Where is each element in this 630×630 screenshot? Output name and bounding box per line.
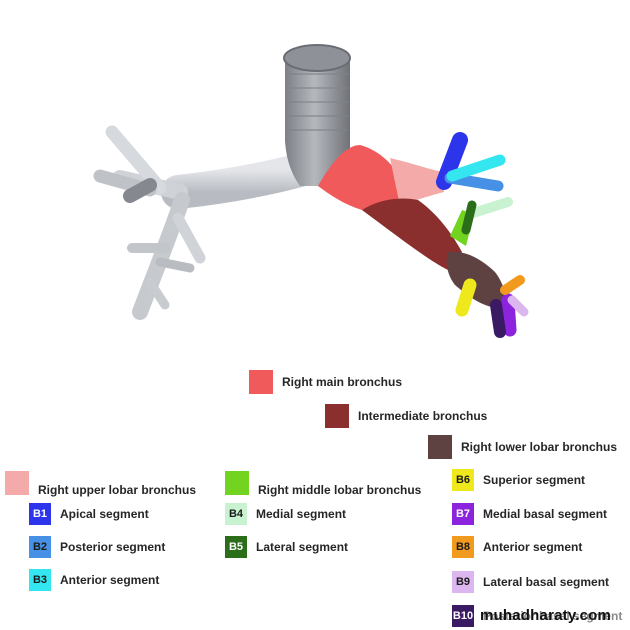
segment-label: Lateral basal segment bbox=[483, 575, 610, 589]
segment-code: B1 bbox=[29, 503, 51, 525]
legend-segment-b9: B9 Lateral basal segment bbox=[452, 571, 609, 593]
segment-label: Lateral segment bbox=[256, 540, 349, 554]
segment-label: Apical segment bbox=[60, 507, 149, 521]
segment-code: B9 bbox=[452, 571, 474, 593]
segment-label: Posterior segment bbox=[60, 540, 166, 554]
legend-right-main-bronchus: Right main bronchus bbox=[249, 370, 402, 394]
left-bronchi bbox=[93, 125, 317, 320]
segment-code: B10 bbox=[452, 605, 474, 627]
right-lower-lobar-bronchus bbox=[446, 251, 505, 308]
legend-swatch bbox=[249, 370, 273, 394]
legend-segment-b1: B1 Apical segment bbox=[29, 503, 149, 525]
legend-label: Right lower lobar bronchus bbox=[461, 440, 618, 454]
b4-medial-branch bbox=[465, 197, 513, 219]
legend-intermediate-bronchus: Intermediate bronchus bbox=[325, 404, 487, 428]
legend-right-middle-lobar-bronchus: Right middle lobar bronchus bbox=[225, 469, 421, 497]
intermediate-bronchus bbox=[362, 198, 462, 270]
legend-segment-b4: B4 Medial segment bbox=[225, 503, 346, 525]
legend-segment-b2: B2 Posterior segment bbox=[29, 536, 165, 558]
b8-anterior-basal-branch bbox=[500, 275, 525, 295]
segment-label: Anterior segment bbox=[60, 573, 160, 587]
segment-code: B7 bbox=[452, 503, 474, 525]
legend-swatch bbox=[325, 404, 349, 428]
legend-swatch bbox=[5, 471, 29, 495]
segment-label: Superior segment bbox=[483, 473, 586, 487]
segment-label: Anterior segment bbox=[483, 540, 583, 554]
legend-right-upper-lobar-bronchus: Right upper lobar bronchus bbox=[5, 469, 196, 497]
segment-code: B5 bbox=[225, 536, 247, 558]
legend-segment-b10: B10 Posterior basal segment bbox=[452, 605, 622, 627]
segment-code: B6 bbox=[452, 469, 474, 491]
right-main-bronchus bbox=[318, 145, 405, 212]
segment-code: B2 bbox=[29, 536, 51, 558]
legend-segment-b6: B6 Superior segment bbox=[452, 469, 585, 491]
segment-code: B8 bbox=[452, 536, 474, 558]
b7-medial-basal-branch bbox=[501, 293, 517, 337]
segment-code: B3 bbox=[29, 569, 51, 591]
legend-label: Right main bronchus bbox=[282, 375, 402, 389]
b3-anterior-branch bbox=[446, 154, 506, 182]
legend-segment-b3: B3 Anterior segment bbox=[29, 569, 159, 591]
trachea bbox=[283, 44, 351, 186]
legend-swatch bbox=[428, 435, 452, 459]
segment-code: B4 bbox=[225, 503, 247, 525]
segment-label: Medial segment bbox=[256, 507, 347, 521]
legend-label: Intermediate bronchus bbox=[358, 409, 488, 423]
legend-swatch bbox=[225, 471, 249, 495]
legend-label: Right middle lobar bronchus bbox=[258, 483, 422, 497]
legend-label: Right upper lobar bronchus bbox=[38, 483, 196, 497]
segment-label: Posterior basal segment bbox=[483, 609, 623, 623]
watermark: muhadharaty.com bbox=[480, 607, 612, 624]
segment-label: Medial basal segment bbox=[483, 507, 608, 521]
legend-right-lower-lobar-bronchus: Right lower lobar bronchus bbox=[428, 435, 617, 459]
b10-posterior-basal-branch bbox=[490, 299, 506, 338]
legend-segment-b8: B8 Anterior segment bbox=[452, 536, 582, 558]
bronchial-tree-illustration bbox=[93, 44, 529, 338]
b9-lateral-basal-branch bbox=[507, 295, 529, 317]
b5-lateral-branch bbox=[461, 200, 477, 235]
legend-segment-b7: B7 Medial basal segment bbox=[452, 503, 607, 525]
legend-segment-b5: B5 Lateral segment bbox=[225, 536, 348, 558]
right-upper-lobar-bronchus bbox=[390, 158, 444, 206]
b6-superior-branch bbox=[455, 278, 477, 317]
